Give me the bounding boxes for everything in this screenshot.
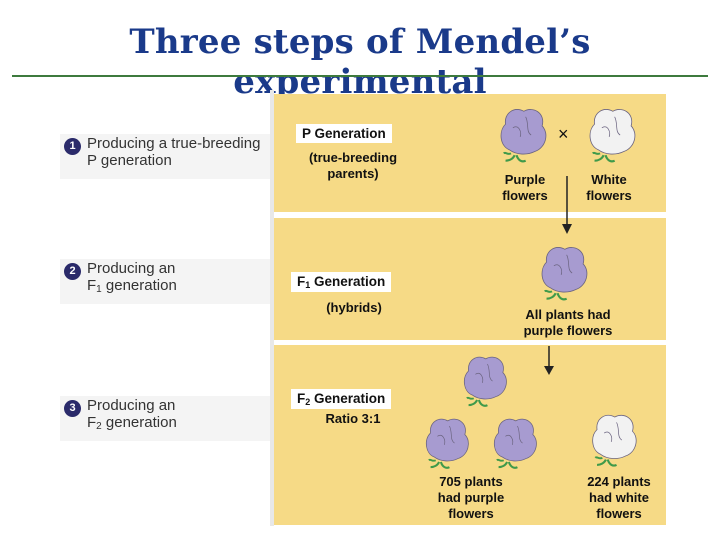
step-3-line2-rest: generation xyxy=(102,414,177,431)
step-1-text: Producing a true-breeding P generation xyxy=(87,135,260,169)
step-2-line1: Producing an xyxy=(87,260,175,277)
f1-label-rest: Generation xyxy=(310,274,385,289)
step-2-line2-rest: generation xyxy=(102,277,177,294)
white-flowers-label: White flowers xyxy=(576,172,642,204)
white-count-line2: had white xyxy=(589,490,649,505)
f1-label-prefix: F xyxy=(297,274,305,289)
p-generation-label: P Generation xyxy=(296,124,392,143)
step-2-text: Producing an F1 generation xyxy=(87,260,177,298)
down-arrow-icon xyxy=(542,346,556,376)
slide-title: Three steps of Mendel’s experimental xyxy=(0,22,720,102)
purple-flower-icon xyxy=(458,352,510,412)
title-underline xyxy=(12,75,708,77)
f2-label-prefix: F xyxy=(297,391,305,406)
f1-result: All plants had purple flowers xyxy=(508,307,628,339)
purple-flowers-label: Purple flowers xyxy=(492,172,558,204)
purple-flower-icon xyxy=(535,242,591,306)
white-flower-icon xyxy=(583,104,639,168)
step-3: 3 Producing an F2 generation xyxy=(60,396,270,441)
purple-label-line1: Purple xyxy=(505,172,545,187)
p-desc-line1: (true-breeding xyxy=(309,150,397,165)
f2-generation-label: F2 Generation xyxy=(291,389,391,409)
step-3-text: Producing an F2 generation xyxy=(87,397,177,435)
f1-result-line1: All plants had xyxy=(525,307,610,322)
f2-white-count: 224 plants had white flowers xyxy=(578,474,660,522)
step-number-badge: 1 xyxy=(64,138,81,155)
white-label-line1: White xyxy=(591,172,626,187)
white-label-line2: flowers xyxy=(586,188,632,203)
purple-flower-icon xyxy=(420,414,472,474)
step-number-badge: 2 xyxy=(64,263,81,280)
step-1-line2: P generation xyxy=(87,152,172,169)
step-3-line2-prefix: F xyxy=(87,414,96,431)
purple-label-line2: flowers xyxy=(502,188,548,203)
purple-flower-icon xyxy=(488,414,540,474)
purple-count-line3: flowers xyxy=(448,506,494,521)
purple-flower-icon xyxy=(494,104,550,168)
step-number-badge: 3 xyxy=(64,400,81,417)
f2-label-rest: Generation xyxy=(310,391,385,406)
step-2: 2 Producing an F1 generation xyxy=(60,259,270,304)
down-arrow-icon xyxy=(560,176,574,236)
cross-symbol: × xyxy=(558,126,569,142)
step-3-line1: Producing an xyxy=(87,397,175,414)
p-generation-description: (true-breeding parents) xyxy=(296,150,410,182)
step-1: 1 Producing a true-breeding P generation xyxy=(60,134,270,179)
step-1-line1: Producing a true-breeding xyxy=(87,135,260,152)
f1-generation-label: F1 Generation xyxy=(291,272,391,292)
step-2-line2-prefix: F xyxy=(87,277,96,294)
f2-purple-count: 705 plants had purple flowers xyxy=(430,474,512,522)
white-count-line3: flowers xyxy=(596,506,642,521)
f1-result-line2: purple flowers xyxy=(524,323,613,338)
f1-description: (hybrids) xyxy=(312,300,396,316)
f2-ratio: Ratio 3:1 xyxy=(318,411,388,427)
purple-count-line2: had purple xyxy=(438,490,504,505)
white-count-line1: 224 plants xyxy=(587,474,651,489)
white-flower-icon xyxy=(586,410,640,472)
p-desc-line2: parents) xyxy=(327,166,378,181)
purple-count-line1: 705 plants xyxy=(439,474,503,489)
